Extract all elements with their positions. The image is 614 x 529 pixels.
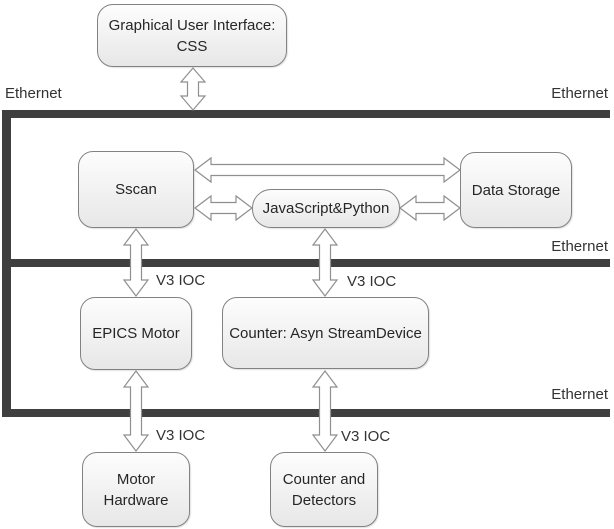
v3-ioc-label-counter-detectors: V3 IOC [341,428,391,445]
node-counter-detectors: Counter and Detectors [270,452,378,527]
ethernet-bus-bottom [2,409,610,417]
node-gui: Graphical User Interface: CSS [97,4,287,67]
node-counter-detectors-label-line1: Counter and [282,470,366,488]
node-sscan: Sscan [78,151,194,228]
ethernet-label-middle-right: Ethernet [551,238,608,255]
node-data-storage-label: Data Storage [471,181,561,199]
node-data-storage: Data Storage [460,152,572,228]
ethernet-label-top-right: Ethernet [551,85,608,102]
node-gui-label-line1: Graphical User Interface: [108,16,276,34]
node-counter-asyn-streamdevice-label: Counter: Asyn StreamDevice [229,324,422,342]
node-counter-asyn-streamdevice: Counter: Asyn StreamDevice [222,297,429,369]
double-arrow-sscan-datastorage-icon [194,156,461,184]
node-motor-hardware-label-line1: Motor [116,470,156,488]
node-javascript-python-label: JavaScript&Python [262,200,390,217]
node-motor-hardware-label-line2: Hardware [103,491,169,509]
node-sscan-label: Sscan [115,181,157,198]
double-arrow-gui-ethernet-icon [179,67,207,111]
node-gui-label-line2: CSS [176,37,208,55]
node-counter-detectors-label-line2: Detectors [291,491,357,509]
node-epics-motor-label: EPICS Motor [92,325,180,342]
ethernet-label-bottom-right: Ethernet [551,386,608,403]
v3-ioc-label-js-counter: V3 IOC [347,273,397,290]
v3-ioc-label-sscan-epics: V3 IOC [156,272,206,289]
node-motor-hardware: Motor Hardware [82,452,190,527]
ethernet-label-top-left: Ethernet [5,85,62,102]
ethernet-bus-middle [2,259,610,267]
ethernet-bus-top [2,110,610,118]
double-arrow-jspython-datastorage-icon [399,194,461,222]
v3-ioc-label-epics-motorhw: V3 IOC [156,427,206,444]
node-javascript-python: JavaScript&Python [252,189,400,228]
node-epics-motor: EPICS Motor [80,297,192,370]
double-arrow-sscan-jspython-icon [194,194,253,222]
